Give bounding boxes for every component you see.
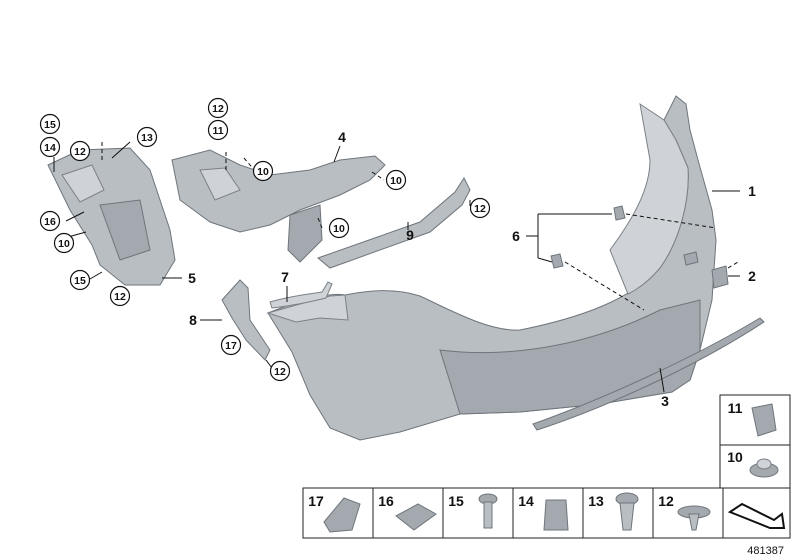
legend-side: 11 10	[719, 394, 791, 489]
callout-1: 1	[748, 183, 756, 199]
expanding-clip-icon	[543, 499, 569, 531]
image-reference-number: 481387	[747, 545, 784, 557]
callout-9: 9	[406, 227, 414, 243]
legend-label-12: 12	[658, 493, 674, 509]
callout-12c: 12	[74, 146, 86, 158]
callout-16: 16	[44, 216, 56, 228]
clip-nut-icon	[751, 403, 777, 437]
legend-label-13: 13	[588, 493, 604, 509]
callout-10b: 10	[390, 175, 402, 187]
legend-label-11: 11	[728, 400, 743, 416]
callout-12d: 12	[114, 291, 126, 303]
callout-12a: 12	[212, 103, 224, 115]
callout-10c: 10	[333, 223, 345, 235]
guide-rail	[317, 176, 471, 269]
clip-parts	[550, 205, 626, 269]
callout-10d: 10	[58, 238, 70, 250]
callout-8: 8	[189, 312, 197, 328]
circled-callouts: 12 11 10 10 10 12 15 14 12 13 16 10 15 1…	[39, 97, 491, 382]
callout-5: 5	[188, 270, 196, 286]
callout-15b: 15	[74, 275, 86, 287]
legend-bottom: 17 16 15 14 13 12	[302, 487, 791, 539]
callout-4: 4	[338, 129, 346, 145]
callout-3: 3	[661, 393, 669, 409]
arrow-key-icon	[727, 502, 786, 529]
bracket-clip-icon	[323, 497, 361, 533]
callout-7: 7	[281, 269, 289, 285]
carrier-bracket	[171, 149, 386, 263]
side-bracket	[47, 147, 176, 286]
legend-label-17: 17	[308, 493, 324, 509]
callout-14: 14	[44, 142, 56, 154]
callout-2: 2	[748, 268, 756, 284]
callout-12e: 12	[274, 366, 286, 378]
spring-nut-icon	[395, 503, 437, 531]
callout-15a: 15	[44, 119, 56, 131]
legend-label-15: 15	[448, 493, 464, 509]
callout-10a: 10	[257, 166, 269, 178]
callout-6: 6	[512, 228, 520, 244]
trim-strip	[269, 281, 333, 309]
legend-label-10: 10	[727, 449, 743, 465]
diffuser-strip	[532, 317, 765, 431]
cover-cap	[711, 265, 729, 289]
callout-13: 13	[141, 132, 153, 144]
callout-11: 11	[212, 125, 223, 137]
legend-label-16: 16	[378, 493, 394, 509]
legend-label-14: 14	[518, 493, 534, 509]
plain-callouts: 1 2 3 4 5 6 7 8 9	[188, 129, 756, 409]
callout-17: 17	[225, 340, 237, 352]
bumper-trim-panel	[266, 95, 717, 441]
retaining-bracket	[221, 279, 271, 361]
callout-12b: 12	[474, 203, 486, 215]
leader-lines	[53, 141, 740, 393]
